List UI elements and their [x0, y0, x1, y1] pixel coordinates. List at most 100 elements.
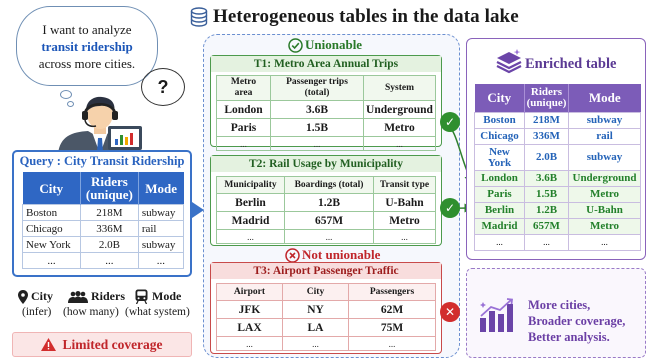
legend-city-label: City — [31, 289, 53, 303]
table-cell: ... — [373, 229, 436, 244]
query-table: City Riders (unique) Mode Boston 218M su… — [22, 172, 185, 269]
bubble-tail-dot — [60, 90, 72, 99]
table-cell: ... — [524, 234, 569, 251]
benefits-line-2: Broader coverage, — [528, 314, 626, 328]
table-row: LAX LA 75M — [216, 318, 436, 337]
table-cell: ... — [270, 136, 364, 151]
benefits-text: More cities, Broader coverage, Better an… — [528, 297, 625, 345]
x-badge-t3: ✕ — [440, 302, 460, 322]
table-cell: New York — [22, 236, 81, 253]
table-cell: subway — [568, 144, 641, 171]
table-cell: U-Bahn — [373, 193, 436, 212]
table-cell: subway — [568, 112, 641, 129]
table-cell: 75M — [348, 318, 436, 337]
column-header-line: Metro — [230, 77, 257, 87]
table-cell: 657M — [524, 218, 569, 235]
bar-chart-icon — [480, 298, 513, 332]
table-row: ... ... ... — [474, 234, 641, 251]
table-cell: 1.2B — [284, 193, 374, 212]
table-row: Madrid 657M Metro — [216, 211, 436, 230]
legend-mode-label: Mode — [152, 289, 182, 303]
table-cell: ... — [282, 336, 349, 351]
enriched-title: Enriched table — [525, 56, 617, 72]
people-icon — [68, 290, 88, 303]
table-cell: subway — [137, 204, 185, 221]
table-cell: rail — [137, 220, 185, 237]
table-cell: Paris — [474, 186, 525, 203]
column-header: Airport — [216, 283, 283, 301]
table-cell: Berlin — [474, 202, 525, 219]
table-cell: rail — [568, 128, 641, 145]
check-badge-t2: ✓ — [440, 198, 460, 218]
table-cell: 2.0B — [524, 144, 569, 171]
table-cell: 3.6B — [270, 100, 364, 119]
warning-icon — [41, 338, 57, 351]
table-cell: Underground — [568, 170, 641, 187]
enriched-table: City Riders (unique) Mode Boston 218M su… — [474, 84, 641, 251]
bubble-line-1: I want to analyze — [42, 22, 132, 37]
column-header: Riders (unique) — [80, 172, 139, 205]
check-badge-t1: ✓ — [440, 112, 460, 132]
table-t2-grid: Municipality Boardings (total) Transit t… — [216, 176, 436, 244]
table-row: New York 2.0B subway — [22, 236, 185, 253]
column-header: Riders (unique) — [524, 84, 569, 113]
cell-line: New — [489, 145, 510, 158]
table-row: Chicago 336M rail — [22, 220, 185, 237]
table-row: Boston 218M subway — [22, 204, 185, 221]
table-cell: ... — [568, 234, 641, 251]
column-header: Boardings (total) — [284, 176, 374, 194]
benefits-line-3: Better analysis. — [528, 330, 610, 344]
table-cell: London — [474, 170, 525, 187]
table-cell: Metro — [568, 218, 641, 235]
table-cell: Berlin — [216, 193, 285, 212]
table-t2: T2: Rail Usage by Municipality Municipal… — [210, 155, 442, 246]
table-row: London 3.6B Underground — [474, 170, 641, 187]
table-cell: LA — [282, 318, 349, 337]
benefits-box — [466, 268, 646, 358]
column-header: Passenger trips (total) — [270, 75, 364, 101]
column-header-line: (total) — [304, 88, 330, 98]
table-cell: JFK — [216, 300, 283, 319]
table-t3-title: T3: Airport Passenger Traffic — [211, 263, 441, 279]
unionable-label: Unionable — [305, 37, 363, 52]
table-cell: ... — [137, 252, 185, 269]
table-cell: Underground — [363, 100, 436, 119]
table-cell: 218M — [80, 204, 139, 221]
table-cell: NY — [282, 300, 349, 319]
table-row: Paris 1.5B Metro — [216, 118, 436, 137]
table-cell: New York — [474, 144, 525, 171]
database-icon — [190, 7, 208, 27]
table-cell: 1.5B — [270, 118, 364, 137]
query-title: Query : City Transit Ridership — [19, 154, 185, 168]
x-icon: ✕ — [444, 305, 456, 319]
table-cell: 336M — [80, 220, 139, 237]
table-row: Paris 1.5B Metro — [474, 186, 641, 203]
table-cell: U-Bahn — [568, 202, 641, 219]
table-cell: ... — [216, 336, 283, 351]
table-t1-title: T1: Metro Area Annual Trips — [211, 56, 441, 72]
column-header: Transit type — [373, 176, 436, 194]
table-cell: 62M — [348, 300, 436, 319]
column-header: System — [363, 75, 436, 101]
table-cell: 1.5B — [524, 186, 569, 203]
map-pin-icon — [18, 289, 28, 304]
table-cell: ... — [474, 234, 525, 251]
analyst-person-icon — [58, 96, 147, 154]
column-header: Mode — [568, 84, 641, 113]
query-panel: Query : City Transit Ridership City Ride… — [12, 150, 192, 277]
layers-icon — [496, 49, 522, 74]
table-t2-title: T2: Rail Usage by Municipality — [211, 156, 441, 172]
bubble-highlight: transit ridership — [41, 39, 133, 54]
table-row: Madrid 657M Metro — [474, 218, 641, 235]
limited-coverage-banner: Limited coverage — [12, 332, 192, 357]
bubble-tail-dot — [67, 101, 74, 107]
check-icon: ✓ — [444, 201, 456, 215]
column-header-line: Riders — [90, 174, 128, 189]
column-header: City — [282, 283, 349, 301]
table-cell: ... — [216, 229, 285, 244]
table-cell: Metro — [373, 211, 436, 230]
legend-riders-label: Riders — [91, 289, 125, 303]
table-t1: T1: Metro Area Annual Trips Metro area P… — [210, 55, 442, 151]
table-cell: London — [216, 100, 271, 119]
column-header: City — [22, 172, 81, 205]
